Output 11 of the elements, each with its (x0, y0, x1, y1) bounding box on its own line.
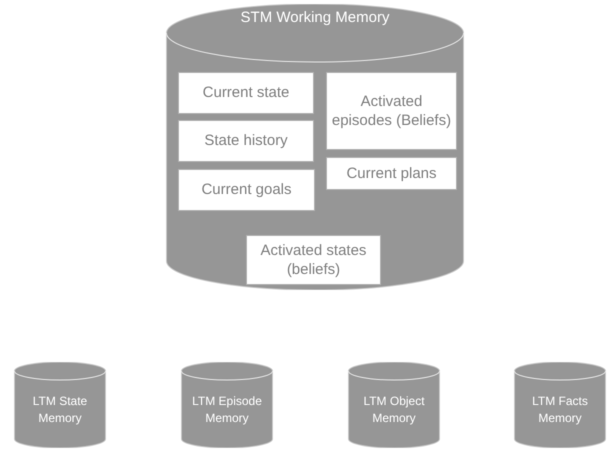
text-box: Activated episodes (Beliefs) (326, 72, 457, 150)
text-box: Current state (178, 72, 314, 114)
text-box: Current plans (326, 157, 457, 190)
text-box: State history (178, 120, 314, 162)
cylinder-label: LTM Facts Memory (531, 393, 589, 427)
cylinder-label: LTM Episode Memory (191, 393, 263, 427)
text-box: Current goals (178, 169, 315, 211)
cylinder-label: STM Working Memory (240, 9, 390, 28)
text-box: Activated states (beliefs) (246, 235, 381, 285)
cylinder-label: LTM Object Memory (362, 393, 426, 427)
cylinder-label: LTM State Memory (32, 393, 88, 427)
